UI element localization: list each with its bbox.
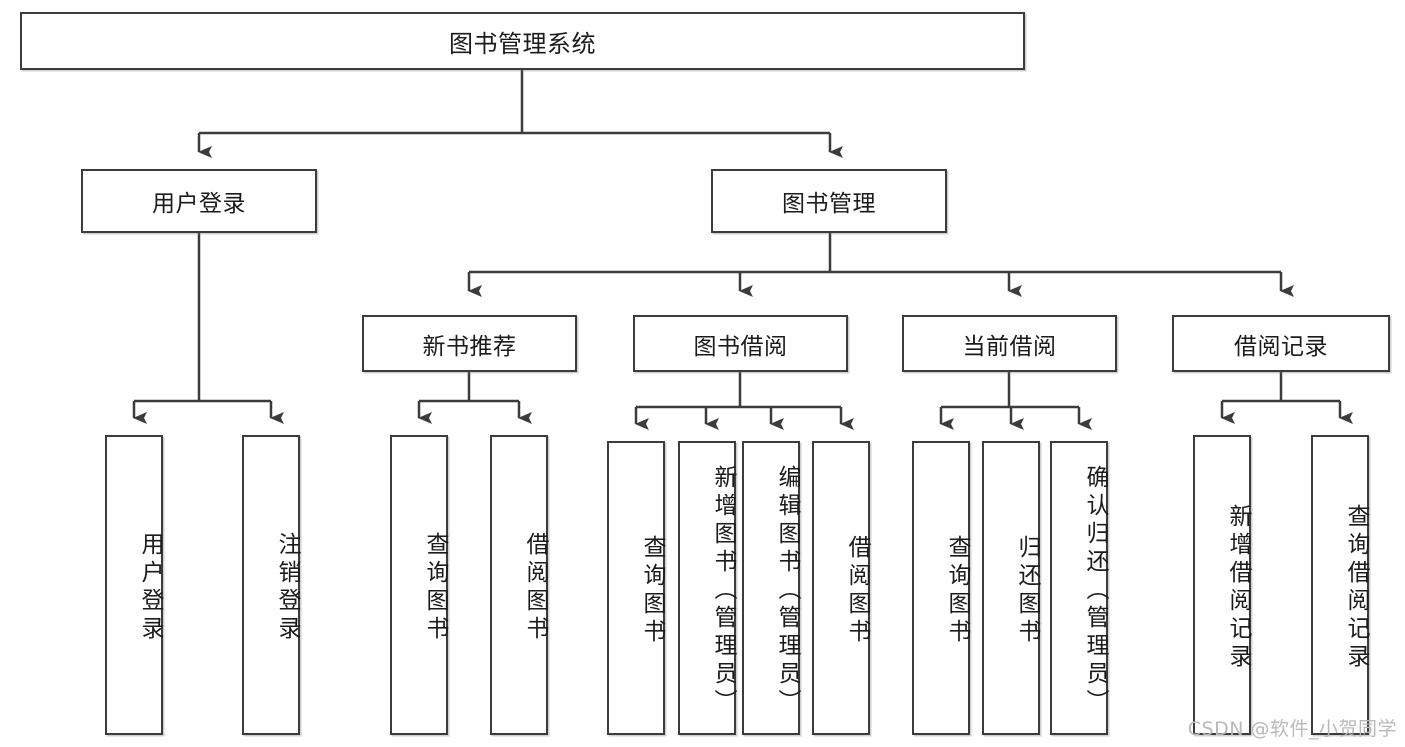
node-user-login-label: 用户登录 xyxy=(152,191,246,217)
node-leaf-query-book-3[interactable]: 查询图书 xyxy=(912,441,970,735)
node-leaf-user-login-label: 用户登录 xyxy=(137,532,163,644)
node-leaf-borrow-book-1-label: 借阅图书 xyxy=(522,532,548,644)
node-book-manage-label: 图书管理 xyxy=(782,191,876,217)
node-leaf-query-book-1[interactable]: 查询图书 xyxy=(390,435,448,735)
node-user-login[interactable]: 用户登录 xyxy=(81,169,317,233)
node-new-book-recommend-label: 新书推荐 xyxy=(422,333,517,360)
node-leaf-confirm-return[interactable]: 确认归还（管理员） xyxy=(1050,441,1108,735)
node-leaf-edit-book[interactable]: 编辑图书（管理员） xyxy=(742,441,800,735)
node-leaf-return-book[interactable]: 归还图书 xyxy=(982,441,1040,735)
node-leaf-add-record-label: 新增借阅记录 xyxy=(1225,504,1251,672)
node-leaf-logout[interactable]: 注销登录 xyxy=(242,435,300,735)
node-leaf-query-record-label: 查询借阅记录 xyxy=(1343,504,1369,672)
node-book-borrow-label: 图书借阅 xyxy=(693,333,788,360)
node-leaf-query-record[interactable]: 查询借阅记录 xyxy=(1311,435,1369,735)
node-leaf-confirm-return-label: 确认归还（管理员） xyxy=(1082,465,1108,717)
node-current-borrow-label: 当前借阅 xyxy=(962,333,1057,360)
node-leaf-borrow-book-2[interactable]: 借阅图书 xyxy=(812,441,870,735)
node-leaf-borrow-book-1[interactable]: 借阅图书 xyxy=(490,435,548,735)
node-leaf-edit-book-label: 编辑图书（管理员） xyxy=(774,465,800,717)
node-current-borrow[interactable]: 当前借阅 xyxy=(902,315,1117,372)
node-borrow-record-label: 借阅记录 xyxy=(1234,333,1328,360)
node-root-label: 图书管理系统 xyxy=(449,29,596,58)
node-leaf-user-login[interactable]: 用户登录 xyxy=(105,435,163,735)
node-leaf-return-book-label: 归还图书 xyxy=(1014,535,1040,647)
node-book-borrow[interactable]: 图书借阅 xyxy=(633,315,848,372)
node-leaf-query-book-1-label: 查询图书 xyxy=(422,532,448,644)
node-leaf-query-book-2-label: 查询图书 xyxy=(639,535,665,647)
node-leaf-query-book-2[interactable]: 查询图书 xyxy=(607,441,665,735)
node-root[interactable]: 图书管理系统 xyxy=(20,12,1025,70)
node-leaf-add-book[interactable]: 新增图书（管理员） xyxy=(678,441,736,735)
node-leaf-query-book-3-label: 查询图书 xyxy=(944,535,970,647)
node-leaf-add-record[interactable]: 新增借阅记录 xyxy=(1193,435,1251,735)
node-borrow-record[interactable]: 借阅记录 xyxy=(1172,315,1390,372)
node-leaf-add-book-label: 新增图书（管理员） xyxy=(710,465,736,717)
node-leaf-borrow-book-2-label: 借阅图书 xyxy=(844,535,870,647)
watermark: CSDN @软件_小贺同学 xyxy=(1187,718,1397,740)
node-book-manage[interactable]: 图书管理 xyxy=(711,169,947,233)
node-leaf-logout-label: 注销登录 xyxy=(274,532,300,644)
node-new-book-recommend[interactable]: 新书推荐 xyxy=(362,315,577,372)
